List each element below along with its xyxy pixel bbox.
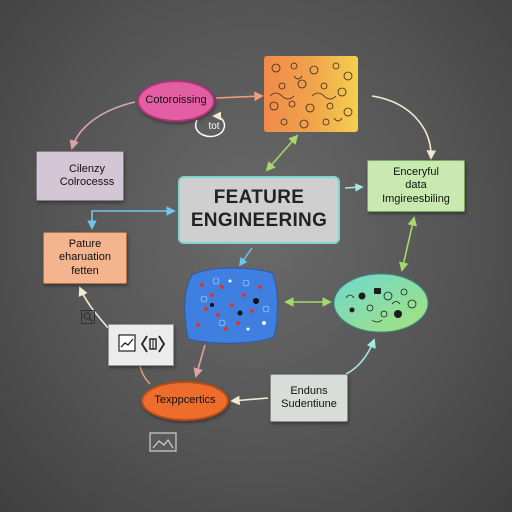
feature-engineering-label: FEATURE ENGINEERING xyxy=(190,187,328,231)
search-icon xyxy=(81,310,95,324)
node-pature-label: Pature eharuation fetten xyxy=(59,238,111,277)
arrow-tile-center xyxy=(265,134,299,172)
arrow-blue-texppcertics xyxy=(193,344,206,378)
arrow-center-pature xyxy=(87,206,176,230)
refresh-icon xyxy=(194,111,226,138)
arrow-coloroissing-to-tile xyxy=(215,91,264,102)
node-texppcertics[interactable]: Texppcertics xyxy=(141,381,229,421)
node-pature[interactable]: Pature eharuation fetten xyxy=(43,232,127,284)
arrow-teal-enduns xyxy=(345,338,376,375)
node-texppcertics-label: Texppcertics xyxy=(154,394,216,407)
node-enduns-label: Enduns Sudentiune xyxy=(281,384,337,410)
data-points-blob-image[interactable] xyxy=(182,265,280,345)
node-tot-label: tot xyxy=(208,121,220,132)
node-tot: tot xyxy=(198,118,230,136)
arrow-enceryful-teal xyxy=(399,216,417,272)
chart-icon xyxy=(118,334,136,352)
arrow-enduns-texppcertics xyxy=(230,395,269,406)
arrow-center-enceryful xyxy=(344,183,364,192)
teal-doodle-blob-image[interactable] xyxy=(332,272,430,334)
node-coloroissing[interactable]: Cotoroissing xyxy=(137,80,215,122)
node-enceryful-label: Enceryful data Imgireesbiling xyxy=(382,166,450,205)
tool-panel[interactable] xyxy=(108,324,174,366)
image-icon[interactable] xyxy=(149,432,177,452)
arrow-coloroissing-cilenzy xyxy=(69,101,136,150)
node-cilenzy[interactable]: Cilenzy Colrocesss xyxy=(36,151,124,324)
feature-engineering-title: FEATURE ENGINEERING xyxy=(178,176,340,244)
node-enceryful[interactable]: Enceryful data Imgireesbiling xyxy=(367,160,465,212)
node-cilenzy-label: Cilenzy Colrocesss xyxy=(59,162,115,188)
node-enduns[interactable]: Enduns Sudentiune xyxy=(270,374,348,422)
arrow-toolbox-texppcertics xyxy=(139,365,151,385)
doodle-tile-image[interactable] xyxy=(264,56,358,132)
node-coloroissing-label: Cotoroissing xyxy=(145,94,207,107)
code-brackets-icon xyxy=(140,335,166,353)
arrow-center-blue xyxy=(239,247,253,267)
arrow-tile-to-enceryful xyxy=(371,95,437,160)
